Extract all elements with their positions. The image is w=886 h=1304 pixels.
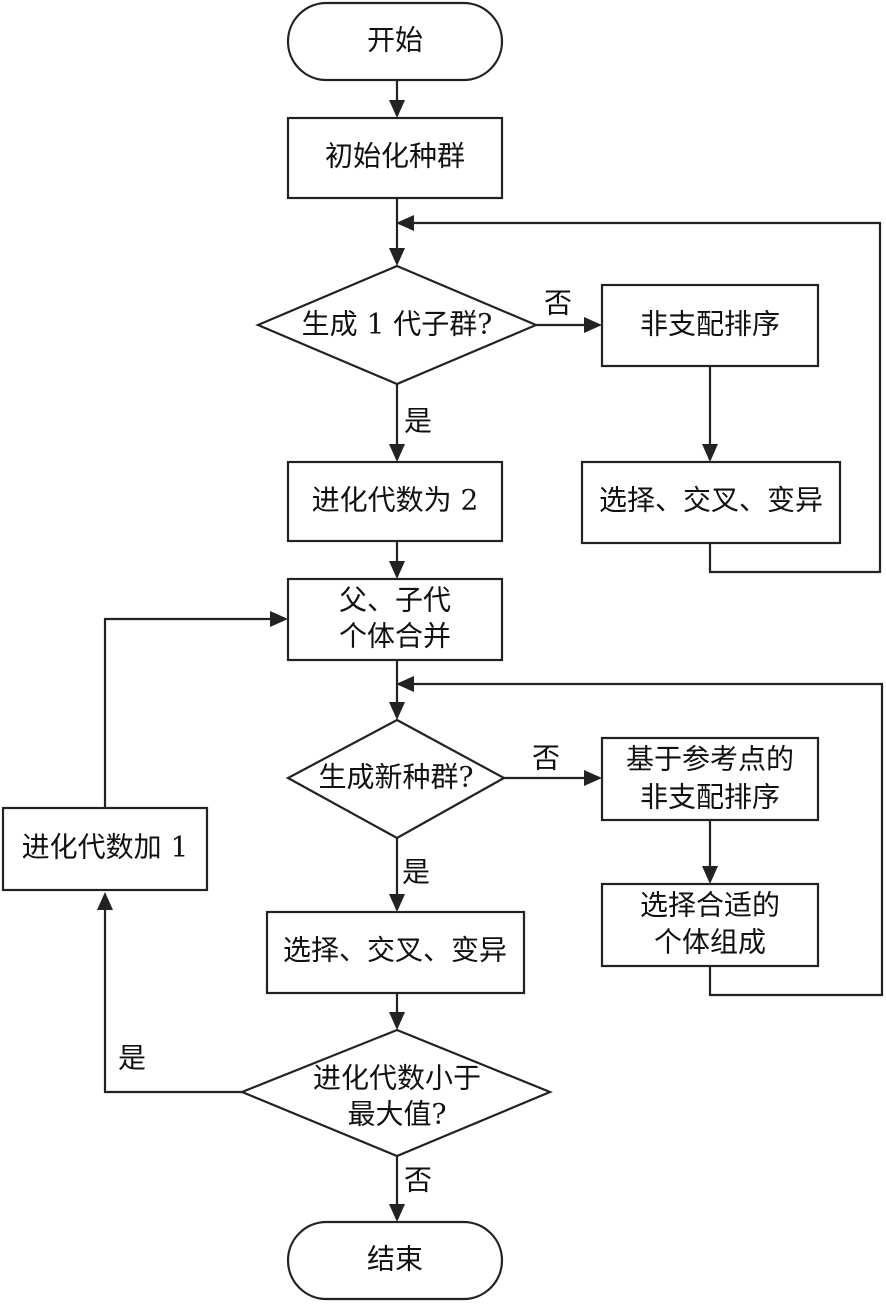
q2-yes-label: 是 — [402, 856, 430, 889]
arrowhead-left — [396, 676, 414, 692]
arrowhead-right — [584, 317, 602, 333]
sel2-node: 选择、交叉、变异 — [265, 910, 526, 995]
gen2-node: 进化代数为 2 — [286, 460, 504, 543]
arrowheads — [97, 100, 718, 1222]
sel2-label: 选择、交叉、变异 — [283, 934, 507, 967]
arrowhead-up — [97, 892, 113, 910]
arrowhead-down — [389, 702, 405, 720]
decision-diamond — [285, 718, 507, 840]
inc-label: 进化代数加 1 — [22, 831, 189, 864]
arrowhead-down — [702, 866, 718, 884]
q3-label-line1: 进化代数小于 — [313, 1062, 481, 1095]
init-node: 初始化种群 — [286, 116, 504, 200]
arrowhead-down — [389, 1204, 405, 1222]
process-box — [600, 283, 820, 368]
arrowhead-left — [396, 215, 414, 231]
process-box — [580, 460, 842, 545]
start-label: 开始 — [367, 24, 423, 57]
arrowhead-right — [584, 770, 602, 786]
ref-label-line1: 基于参考点的 — [626, 743, 794, 776]
q3-no-label: 否 — [404, 1164, 432, 1197]
decision-q1: 生成 1 代子群? — [255, 264, 539, 386]
edge-pick-loop — [412, 682, 884, 997]
process-box — [600, 736, 820, 822]
nds1-node: 非支配排序 — [600, 283, 820, 368]
ref-label-line2: 非支配排序 — [640, 781, 780, 814]
decision-diamond — [255, 264, 539, 386]
decision-diamond — [239, 1028, 553, 1158]
process-box — [1, 806, 209, 892]
arrowhead-down — [702, 444, 718, 462]
ref-node: 基于参考点的 非支配排序 — [600, 736, 820, 822]
nds1-label: 非支配排序 — [640, 308, 780, 341]
arrowhead-down — [389, 1012, 405, 1030]
q1-yes-label: 是 — [404, 405, 432, 438]
process-box — [286, 577, 504, 662]
start-node: 开始 — [286, 1, 504, 82]
q2-label: 生成新种群? — [318, 761, 473, 794]
gen2-label: 进化代数为 2 — [312, 484, 479, 517]
process-box — [265, 910, 526, 995]
q3-label-line2: 最大值? — [347, 1098, 446, 1131]
sel1-node: 选择、交叉、变异 — [580, 460, 842, 545]
q1-label: 生成 1 代子群? — [302, 308, 493, 341]
terminator-shape — [286, 1220, 504, 1301]
pick-label-line2: 个体组成 — [654, 926, 766, 959]
end-label: 结束 — [367, 1243, 423, 1276]
end-node: 结束 — [286, 1220, 504, 1301]
arrowhead-down — [389, 561, 405, 579]
edge-sel1-loop — [412, 221, 882, 574]
inc-node: 进化代数加 1 — [1, 806, 209, 892]
merge-label-line2: 个体合并 — [339, 620, 451, 653]
decision-q3: 进化代数小于 最大值? — [239, 1028, 553, 1158]
pick-node: 选择合适的 个体组成 — [600, 882, 820, 968]
edge-q3-inc — [103, 908, 242, 1094]
process-box — [286, 460, 504, 543]
q1-no-label: 否 — [544, 287, 572, 320]
connectors — [103, 80, 884, 1206]
process-box — [600, 882, 820, 968]
terminator-shape — [286, 1, 504, 82]
merge-label-line1: 父、子代 — [339, 584, 451, 617]
arrowhead-down — [389, 444, 405, 462]
q2-no-label: 否 — [532, 742, 560, 775]
merge-node: 父、子代 个体合并 — [286, 577, 504, 662]
arrowhead-down — [389, 248, 405, 266]
init-label: 初始化种群 — [325, 140, 465, 173]
pick-label-line1: 选择合适的 — [640, 889, 780, 922]
q3-yes-label: 是 — [118, 1042, 146, 1075]
decision-q2: 生成新种群? — [285, 718, 507, 840]
arrowhead-down — [389, 100, 405, 118]
sel1-label: 选择、交叉、变异 — [599, 484, 823, 517]
arrowhead-down — [389, 894, 405, 912]
edge-inc-merge — [103, 617, 272, 808]
arrowhead-right — [270, 611, 288, 627]
process-box — [286, 116, 504, 200]
